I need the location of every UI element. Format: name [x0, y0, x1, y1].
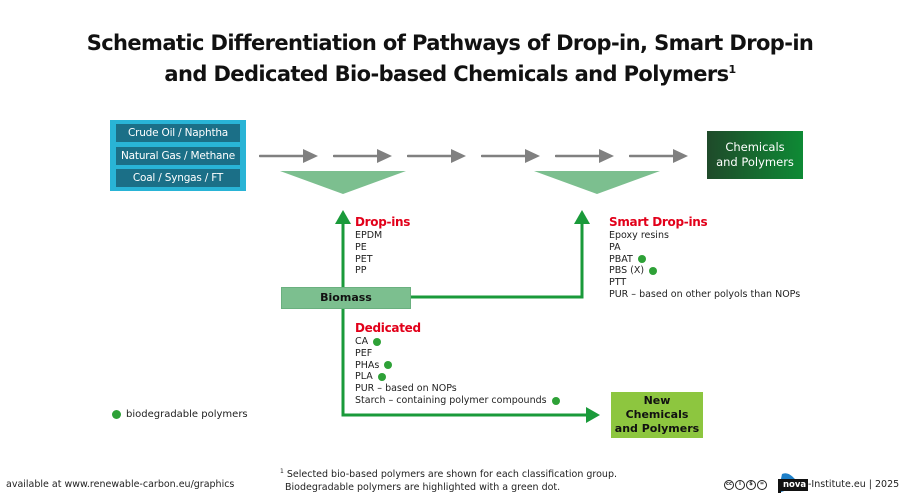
- list-item: EPDM: [355, 230, 383, 241]
- list-item: PET: [355, 253, 373, 265]
- list-item: PUR – based on NOPs: [355, 383, 457, 395]
- brand-footer: cc i $ = nova -Institute.eu | 2025: [724, 470, 900, 498]
- group-title: Dedicated: [355, 321, 421, 335]
- products-label-1: Chemicals: [725, 140, 785, 154]
- drop-in-pathway-arrow-icon: [335, 210, 351, 287]
- list-item: Epoxy resins: [609, 230, 669, 241]
- process-arrow-icon: [407, 149, 466, 163]
- fossil-feedstock-box: Crude Oil / Naphtha Natural Gas / Methan…: [110, 120, 246, 191]
- process-arrow-icon: [555, 149, 614, 163]
- biodegradable-dot-icon: [112, 410, 121, 419]
- nova-wordmark: nova: [781, 479, 809, 491]
- list-item: PUR – based on other polyols than NOPs: [609, 288, 801, 300]
- biodegradable-dot-icon: [377, 373, 386, 382]
- process-arrow-icon: [333, 149, 392, 163]
- biodegradable-dot-icon: [384, 361, 393, 370]
- drop-in-funnel-icon: [280, 171, 406, 194]
- biodegradable-dot-icon: [551, 396, 560, 405]
- cc-nd-icon: =: [757, 480, 767, 490]
- biomass-box: Biomass: [281, 287, 411, 309]
- group-title: Drop-ins: [355, 215, 411, 229]
- process-arrow-icon: [481, 149, 540, 163]
- new-products-label-2: and Polymers: [614, 422, 700, 435]
- biodegradable-dot-icon: [649, 267, 658, 276]
- smart-drop-in-pathway-arrow-icon: [411, 210, 590, 299]
- new-products-label-1: New Chemicals: [625, 394, 689, 421]
- cc-by-icon: i: [735, 480, 745, 490]
- footnote-line-1: Selected bio-based polymers are shown fo…: [286, 469, 617, 481]
- list-item: PA: [609, 241, 621, 253]
- feedstock-coal: Coal / Syngas / FT: [116, 169, 240, 187]
- source-link[interactable]: available at www.renewable-carbon.eu/gra…: [6, 479, 235, 490]
- footnote-marker: 1: [280, 468, 284, 475]
- brand-suffix: -Institute.eu | 2025: [808, 479, 900, 490]
- list-item: PEF: [355, 347, 373, 359]
- list-item: PP: [355, 265, 367, 277]
- biodegradable-dot-icon: [373, 337, 382, 346]
- title-footnote-marker: 1: [728, 63, 737, 76]
- biodegradable-dot-icon: [637, 255, 646, 264]
- cc-icon: cc: [724, 480, 734, 490]
- footnote-line-2: Biodegradable polymers are highlighted w…: [285, 482, 561, 494]
- cc-nc-icon: $: [746, 480, 756, 490]
- list-item: PBS (X): [609, 265, 800, 277]
- legend-label: biodegradable polymers: [126, 409, 248, 420]
- smart-drop-ins-group: Smart Drop-ins Epoxy resins PA PBAT PBS …: [609, 215, 800, 301]
- group-title: Smart Drop-ins: [609, 215, 708, 229]
- products-label-2: and Polymers: [716, 155, 794, 169]
- list-item: Starch – containing polymer compounds: [355, 395, 560, 407]
- dedicated-group: Dedicated CA PEF PHAs PLA PUR – based on…: [355, 321, 560, 407]
- feedstock-crude-oil: Crude Oil / Naphtha: [116, 124, 240, 142]
- diagram-title: Schematic Differentiation of Pathways of…: [0, 28, 900, 90]
- list-item: PLA: [355, 371, 560, 383]
- smart-drop-in-funnel-icon: [534, 171, 660, 194]
- feedstock-natural-gas: Natural Gas / Methane: [116, 146, 240, 165]
- creative-commons-license: cc i $ =: [724, 480, 767, 490]
- legend: biodegradable polymers: [112, 409, 248, 420]
- list-item: PHAs: [355, 360, 560, 372]
- process-arrow-icon: [259, 149, 318, 163]
- drop-ins-group: Drop-ins EPDM PE PET PP: [355, 215, 410, 277]
- process-arrow-icon: [629, 149, 688, 163]
- footnote: 1 Selected bio-based polymers are shown …: [280, 465, 617, 494]
- list-item: PBAT: [609, 254, 800, 266]
- title-line-2: and Dedicated Bio-based Chemicals and Po…: [164, 62, 737, 86]
- list-item: PE: [355, 241, 367, 253]
- list-item: CA: [355, 336, 560, 348]
- list-item: PTT: [609, 277, 627, 289]
- title-line-1: Schematic Differentiation of Pathways of…: [86, 31, 814, 55]
